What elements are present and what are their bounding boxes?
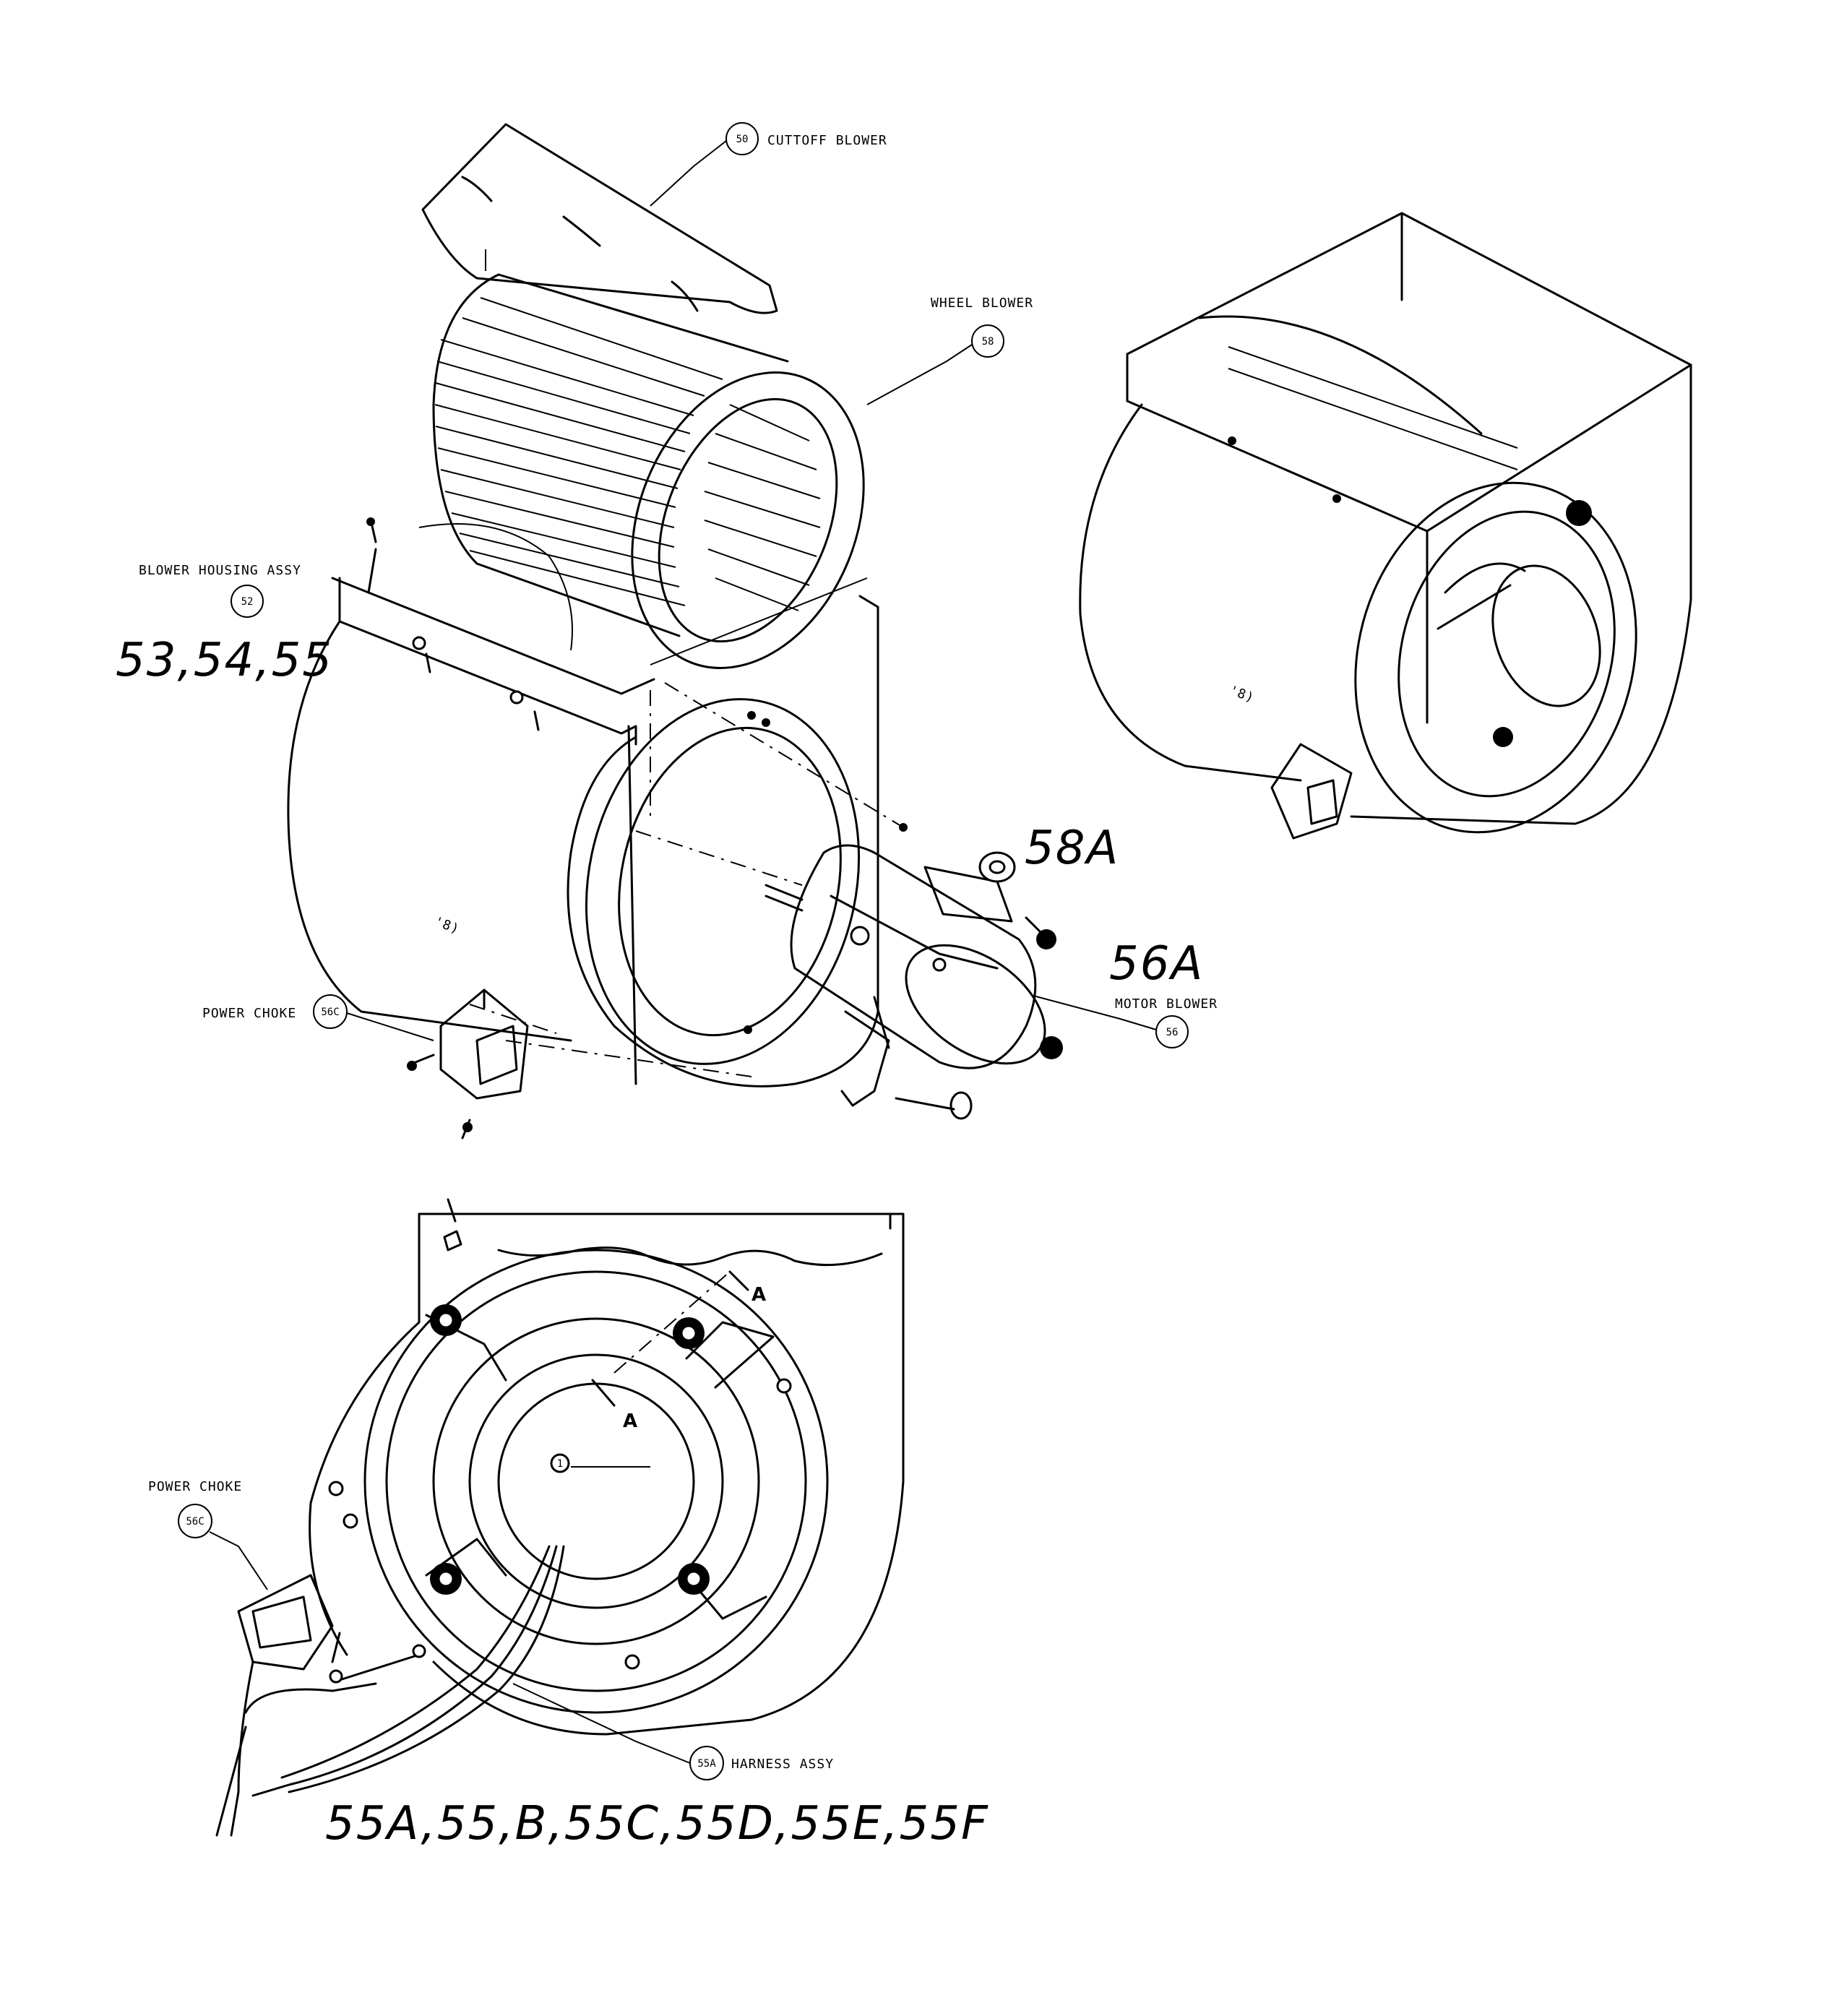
callout-harness: 55A HARNESS ASSY 55A,55,B,55C,55D,55E,55… — [325, 1683, 989, 1851]
assembled-view: '8) — [1079, 212, 1692, 840]
label-harness-assy: HARNESS ASSY — [731, 1757, 834, 1772]
callout-number-56c-top: 56C — [321, 1007, 339, 1018]
callout-power-choke-top: 56C POWER CHOKE — [202, 994, 434, 1041]
label-power-choke-bottom: POWER CHOKE — [148, 1479, 242, 1494]
motor-blower — [765, 844, 1046, 1069]
callout-number-1: 1 — [557, 1458, 563, 1470]
motor-center-mark: 1 — [557, 1458, 563, 1470]
callout-wheel-blower: 58 WHEEL BLOWER — [866, 296, 1033, 405]
callout-number-56: 56 — [1166, 1027, 1179, 1038]
front-view — [215, 1198, 905, 1837]
blower-wheel — [432, 273, 865, 669]
label-wheel-blower: WHEEL BLOWER — [931, 296, 1033, 311]
section-marks: A A — [623, 1284, 766, 1432]
svg-text:'8): '8) — [1227, 683, 1257, 706]
callout-blower-housing: 52 BLOWER HOUSING ASSY 53,54,55 — [116, 563, 333, 687]
handwritten-mount-part: 58A — [1025, 822, 1119, 875]
exploded-view: '8) — [287, 123, 1063, 1140]
svg-text:'8): '8) — [432, 914, 462, 937]
label-motor-blower: MOTOR BLOWER — [1115, 996, 1218, 1012]
cutoff-blower-plate — [421, 123, 778, 314]
blower-housing: '8) — [287, 523, 879, 1087]
callout-number-52: 52 — [241, 596, 254, 608]
callout-cutoff-blower: 50 CUTTOFF BLOWER — [650, 122, 887, 207]
handwritten-56a: 56A — [1109, 937, 1204, 991]
motor-mounts — [840, 851, 1063, 1120]
label-power-choke-top: POWER CHOKE — [202, 1006, 296, 1021]
callout-power-choke-bottom: 56C POWER CHOKE — [148, 1479, 268, 1590]
callout-number-58: 58 — [982, 336, 994, 348]
wheel-blades — [434, 297, 723, 606]
handwritten-harness-parts: 55A,55,B,55C,55D,55E,55F — [325, 1797, 989, 1851]
label-blower-housing-assy: BLOWER HOUSING ASSY — [139, 563, 301, 578]
callout-number-50: 50 — [736, 134, 749, 145]
wheel-inner-blades — [704, 404, 821, 611]
label-cuttoff-blower: CUTTOFF BLOWER — [767, 133, 887, 148]
handwritten-58a: 58A — [1025, 822, 1119, 875]
callout-number-55a: 55A — [697, 1758, 716, 1770]
handwritten-housing-parts: 53,54,55 — [116, 634, 333, 687]
callout-number-56c-bottom: 56C — [186, 1516, 204, 1528]
callout-motor-blower: 56 MOTOR BLOWER — [1033, 995, 1218, 1048]
handwritten-motor-part: 56A — [1109, 937, 1204, 991]
screws — [366, 517, 908, 1034]
section-mark-lower: A — [623, 1410, 637, 1432]
explode-lines — [469, 682, 904, 1077]
section-mark-upper: A — [751, 1284, 766, 1306]
power-choke-top — [407, 988, 529, 1140]
